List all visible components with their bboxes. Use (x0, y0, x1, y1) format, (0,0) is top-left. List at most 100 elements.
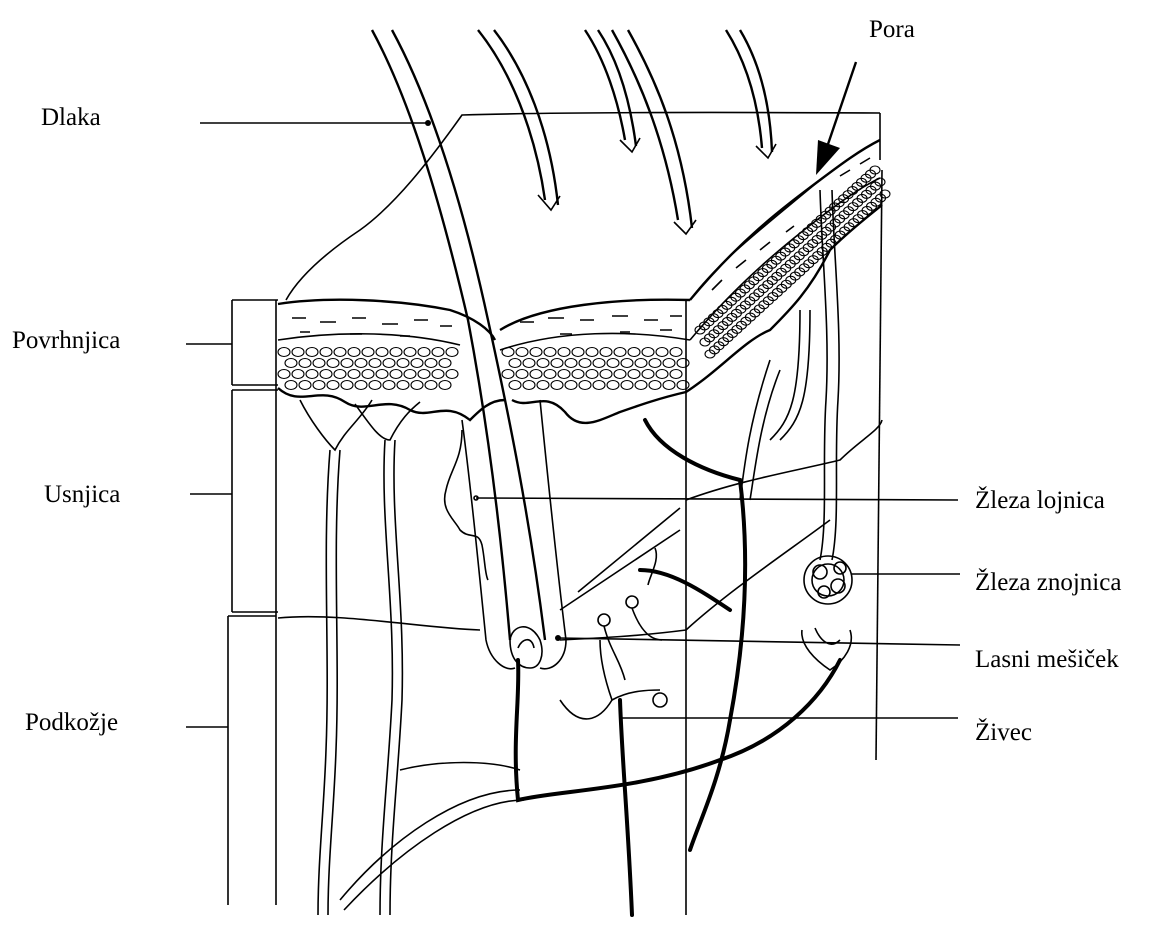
labels: Dlaka Povrhnjica Usnjica Podkožje Pora Ž… (12, 16, 1121, 746)
epidermis-cell (516, 348, 528, 357)
epidermis-cell (348, 370, 360, 379)
epidermis-cell (600, 370, 612, 379)
epidermis-cell (614, 348, 626, 357)
epidermis-cell (320, 348, 332, 357)
label-usnjica: Usnjica (44, 481, 120, 508)
epidermis-cell (544, 348, 556, 357)
epidermis-cell (586, 348, 598, 357)
epidermis-cell (376, 370, 388, 379)
epidermis-cell (502, 348, 514, 357)
skin-block-outline (276, 112, 882, 915)
epidermis-cell (341, 359, 353, 368)
epidermis-cell (509, 381, 521, 390)
label-podkozje: Podkožje (25, 709, 118, 736)
epidermis-cell (306, 370, 318, 379)
label-zleza-znojnica: Žleza znojnica (975, 568, 1121, 596)
epidermis-cell (530, 370, 542, 379)
epidermis-cell (656, 370, 668, 379)
epidermis-cell (537, 359, 549, 368)
layer-brackets (228, 300, 278, 905)
nerves (300, 310, 840, 915)
epidermis-cell (614, 370, 626, 379)
epidermis-cell (397, 381, 409, 390)
label-lasni-micek: Lasni mešiček (975, 646, 1119, 673)
label-povrhnjica: Povrhnjica (12, 327, 120, 354)
epidermis-cell (446, 348, 458, 357)
epidermis-cell (383, 381, 395, 390)
epidermis-cell (362, 370, 374, 379)
epidermis-cell (418, 370, 430, 379)
epidermis-cell (285, 359, 297, 368)
epidermis-cell (572, 348, 584, 357)
epidermis-cell (509, 359, 521, 368)
epidermis-cell (670, 370, 682, 379)
label-zleza-lojnica: Žleza lojnica (975, 486, 1105, 514)
epidermis-cell (621, 359, 633, 368)
epidermis-cell (313, 359, 325, 368)
epidermis-cell (677, 359, 689, 368)
epidermis-cell (376, 348, 388, 357)
epidermis-cell (635, 359, 647, 368)
epidermis-cell (677, 381, 689, 390)
epidermis-cell (404, 348, 416, 357)
epidermis-cell (341, 381, 353, 390)
epidermis-cell (586, 370, 598, 379)
epidermis-cell (390, 370, 402, 379)
epidermis-cell (285, 381, 297, 390)
epidermis-cell (572, 370, 584, 379)
pora-arrow-head (816, 140, 840, 175)
epidermis-cell (334, 348, 346, 357)
epidermis-cell (642, 348, 654, 357)
epidermis-cell (628, 348, 640, 357)
epidermis-cell (432, 348, 444, 357)
epidermis-cell (530, 348, 542, 357)
epidermis-cell (502, 370, 514, 379)
epidermis-cell (607, 359, 619, 368)
epidermis-cell (551, 359, 563, 368)
epidermis-cell (397, 359, 409, 368)
epidermis-cell (621, 381, 633, 390)
epidermis-cell (579, 359, 591, 368)
epidermis-cell (390, 348, 402, 357)
epidermis-cell (355, 381, 367, 390)
epidermis-cell (425, 359, 437, 368)
epidermis-cell (299, 359, 311, 368)
epidermis-cell (334, 370, 346, 379)
epidermis-cell (544, 370, 556, 379)
epidermis-cell (523, 381, 535, 390)
epidermis-cell (327, 381, 339, 390)
epidermis-cell (579, 381, 591, 390)
epidermis-cell (292, 348, 304, 357)
epidermis-cell (593, 359, 605, 368)
label-dlaka: Dlaka (41, 104, 101, 131)
epidermis-cell (558, 370, 570, 379)
epidermis-cell (649, 359, 661, 368)
epidermis-cell (635, 381, 647, 390)
epidermis-cell (369, 359, 381, 368)
epidermis-cell (383, 359, 395, 368)
epidermis-cell (404, 370, 416, 379)
epidermis-cell (439, 381, 451, 390)
epidermis-cell (600, 348, 612, 357)
label-pora: Pora (869, 16, 915, 43)
epidermis-cell (432, 370, 444, 379)
epidermis-cell (628, 370, 640, 379)
epidermis-cell (306, 348, 318, 357)
epidermis-cell (663, 359, 675, 368)
epidermis-cell (320, 370, 332, 379)
epidermis-cell (565, 381, 577, 390)
epidermis-cell (551, 381, 563, 390)
epidermis-cell (299, 381, 311, 390)
epidermis-cell (516, 370, 528, 379)
epidermis-cell (649, 381, 661, 390)
epidermis-cell (523, 359, 535, 368)
epidermis-cell (446, 370, 458, 379)
epidermis-cell (362, 348, 374, 357)
epidermis-cell (313, 381, 325, 390)
epidermis-cell (355, 359, 367, 368)
epidermis-cell (663, 381, 675, 390)
epidermis-cell (411, 359, 423, 368)
epidermis-cell (327, 359, 339, 368)
epidermis-cell (642, 370, 654, 379)
